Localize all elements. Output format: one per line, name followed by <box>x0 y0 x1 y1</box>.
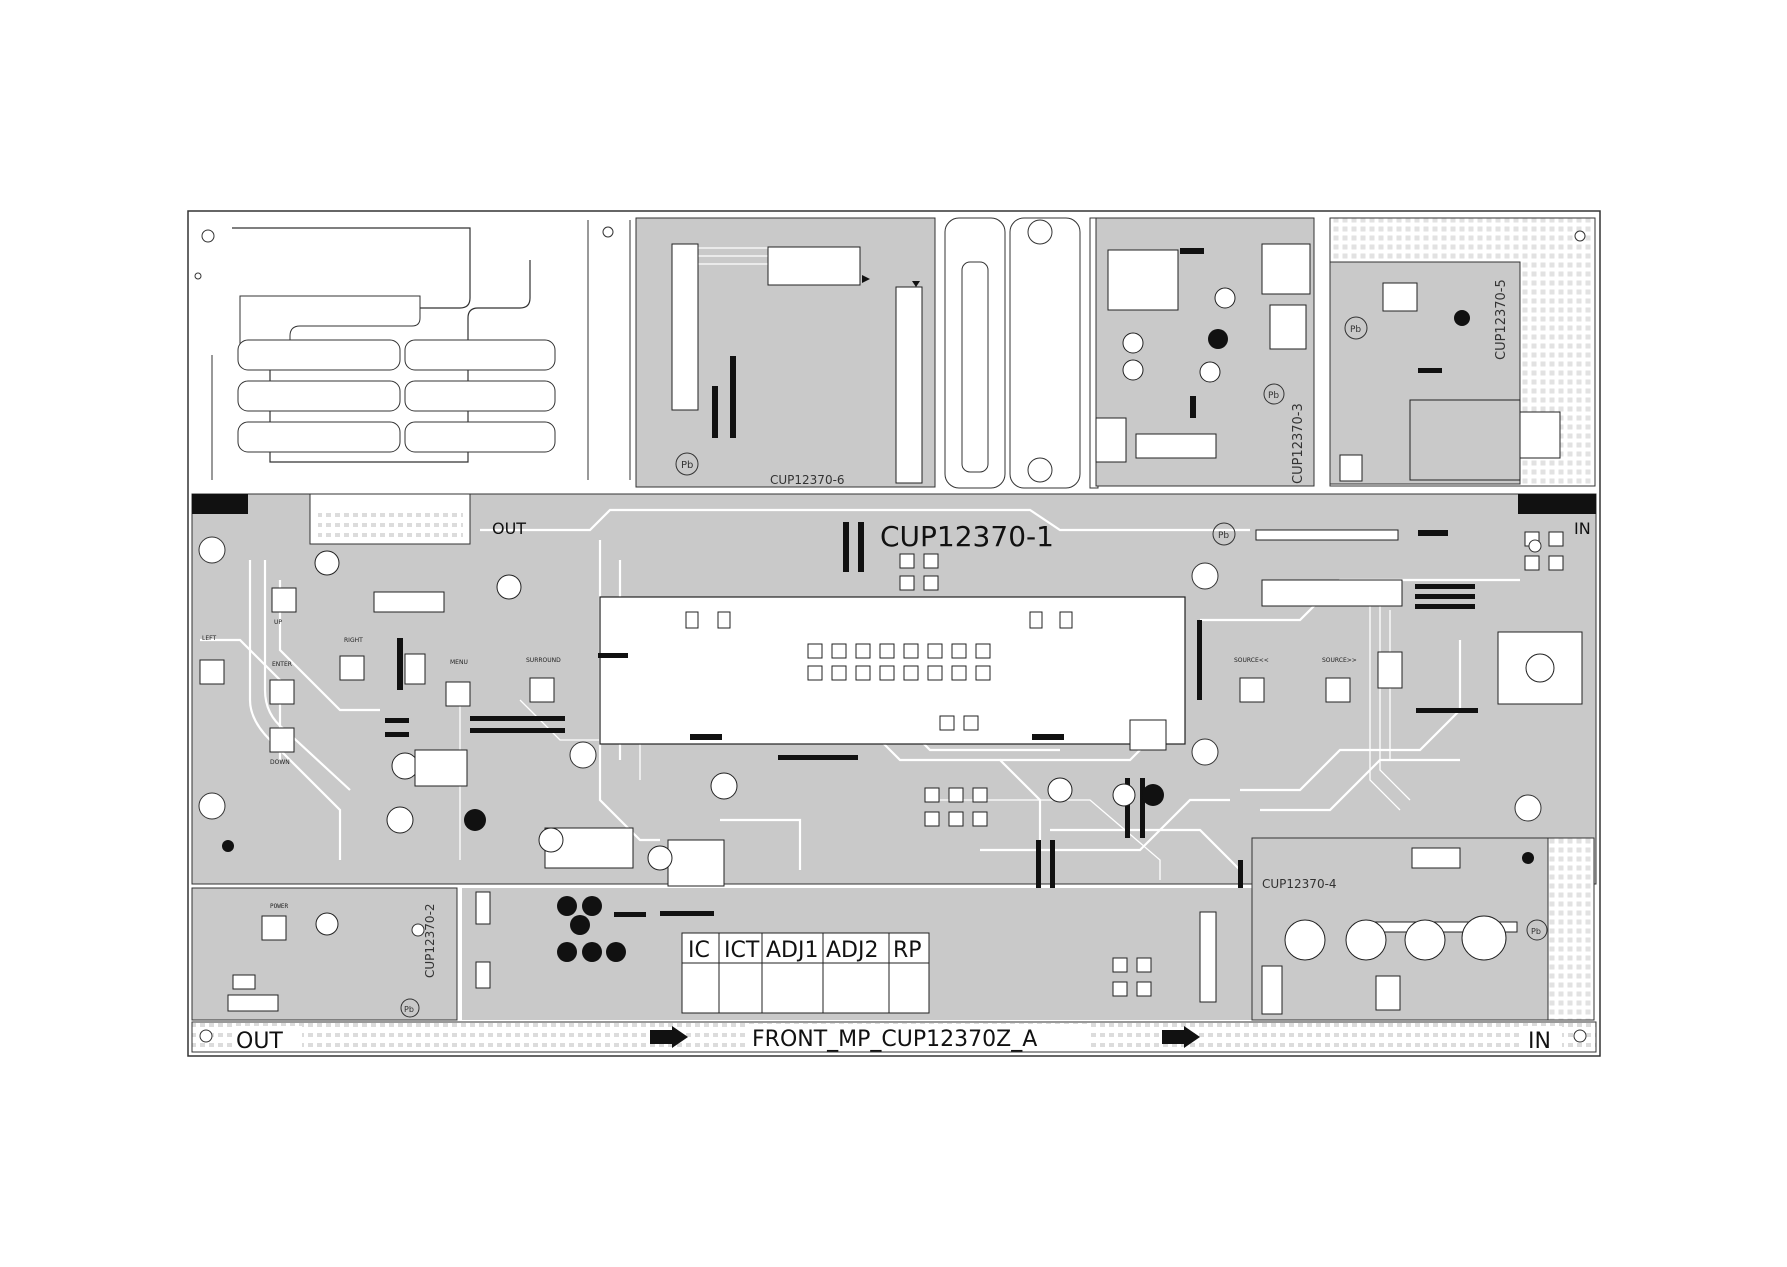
footer-board-label: FRONT_MP_CUP12370Z_A <box>752 1027 1037 1052</box>
switch-power[interactable] <box>261 915 287 941</box>
sub-board-3: Pb CUP12370-3 <box>1095 217 1315 487</box>
switch-surround[interactable] <box>529 677 555 703</box>
in-label-bottom: IN <box>1528 1029 1551 1054</box>
tact-switches <box>199 587 1351 753</box>
label-switch-surround: SURROUND <box>526 657 561 664</box>
label-switch-enter: ENTER <box>272 661 292 668</box>
bottom-strip: OUT FRONT_MP_CUP12370Z_A IN <box>191 1021 1597 1054</box>
ic-pads <box>685 611 1073 731</box>
svg-text:Pb: Pb <box>681 460 693 471</box>
switch-enter[interactable] <box>269 679 295 705</box>
svg-text:Pb: Pb <box>404 1005 414 1014</box>
label-switch-right: RIGHT <box>344 637 363 644</box>
svg-text:Pb: Pb <box>1531 927 1541 936</box>
sub-board-2-label: CUP12370-2 <box>423 903 437 978</box>
switch-up[interactable] <box>271 587 297 613</box>
switch-down[interactable] <box>269 727 295 753</box>
label-switch-source-up: SOURCE>> <box>1322 657 1357 664</box>
main-board-title: CUP12370-1 <box>880 520 1054 553</box>
table-col-ic: IC <box>688 938 710 963</box>
check-table: IC ICT ADJ1 ADJ2 RP <box>681 932 930 1014</box>
switch-source-down[interactable] <box>1239 677 1265 703</box>
sub-board-3-label: CUP12370-3 <box>1291 403 1306 484</box>
sub-board-5-label: CUP12370-5 <box>1494 279 1509 360</box>
sub-board-2: POWER Pb CUP12370-2 <box>191 887 458 1021</box>
table-col-adj2: ADJ2 <box>826 938 878 963</box>
table-col-adj1: ADJ1 <box>766 938 818 963</box>
direction-arrow-left <box>650 1026 688 1048</box>
sub-board-4-label: CUP12370-4 <box>1262 877 1337 891</box>
svg-text:Pb: Pb <box>1218 531 1229 541</box>
switch-right[interactable] <box>339 655 365 681</box>
sub-board-6: CUP12370-6 Pb <box>635 217 936 488</box>
label-switch-left: LEFT <box>202 635 216 642</box>
direction-arrow-right <box>1162 1026 1200 1048</box>
label-switch-menu: MENU <box>450 659 468 666</box>
svg-text:Pb: Pb <box>1350 325 1361 335</box>
center-top-mechanical <box>944 217 1099 489</box>
sub-board-5: Pb CUP12370-5 <box>1329 217 1596 487</box>
svg-text:Pb: Pb <box>1268 391 1279 401</box>
sub-board-4: Pb CUP12370-4 <box>1251 837 1595 1021</box>
label-switch-down: DOWN <box>270 759 290 766</box>
label-switch-source-down: SOURCE<< <box>1234 657 1269 664</box>
switch-menu[interactable] <box>445 681 471 707</box>
label-switch-power: POWER <box>270 903 288 910</box>
lower-pad-grid <box>899 531 1564 827</box>
top-left-bracket <box>194 220 631 480</box>
caps-and-transistors <box>314 550 1164 887</box>
label-switch-up: UP <box>274 619 282 626</box>
table-col-ict: ICT <box>724 938 760 963</box>
switch-source-up[interactable] <box>1325 677 1351 703</box>
main-board: UP LEFT ENTER RIGHT DOWN MENU SURROUND S… <box>191 493 1597 913</box>
sub-board-6-label: CUP12370-6 <box>770 473 845 487</box>
in-label-main: IN <box>1574 519 1591 538</box>
out-label-main: OUT <box>492 519 526 538</box>
switch-left[interactable] <box>199 659 225 685</box>
table-col-rp: RP <box>893 938 922 963</box>
mounting-holes <box>198 536 1542 852</box>
out-label-bottom: OUT <box>236 1029 283 1054</box>
